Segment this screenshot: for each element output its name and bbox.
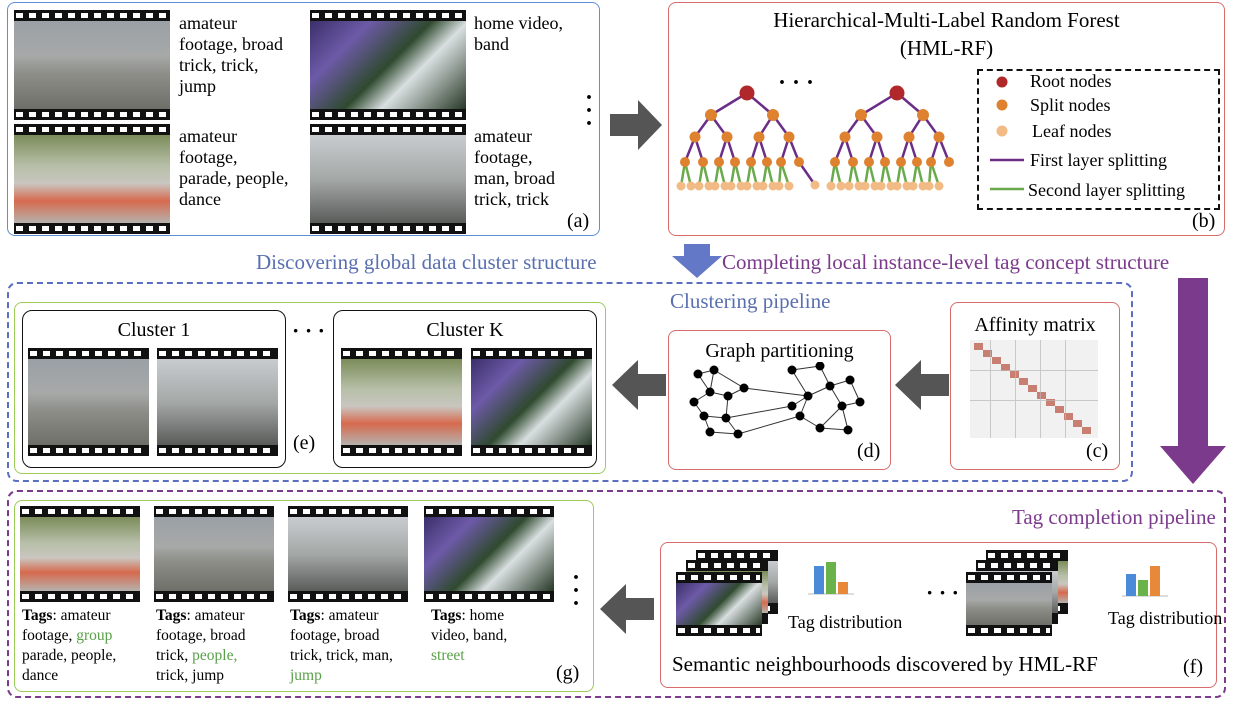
- panel-a-ellipsis: · · ·: [585, 85, 594, 138]
- tag-dist-label-1: Tag distribution: [788, 612, 903, 632]
- panel-g: [14, 500, 594, 692]
- cluster-1-thumb-2: [157, 348, 278, 456]
- semantic-neighbourhoods-caption: Semantic neighbourhoods discovered by HM…: [672, 652, 1098, 676]
- result-thumb-1: [20, 506, 140, 602]
- video-tags-3: amateur footage, parade, people, dance: [179, 126, 289, 210]
- legend-second: Second layer splitting: [1028, 180, 1185, 200]
- result-thumb-4: [424, 506, 554, 602]
- hml-rf-subtitle: (HML-RF): [899, 36, 994, 60]
- label-d: (d): [857, 440, 881, 462]
- arrow-d-to-e: [612, 360, 666, 410]
- trees-ellipsis: · · ·: [778, 70, 815, 96]
- label-g: (g): [556, 662, 580, 684]
- video-tags-4: amateur footage, man, broad trick, trick: [474, 126, 555, 210]
- panel-e: [14, 302, 606, 474]
- panel-g-ellipsis: · · ·: [572, 565, 581, 618]
- label-e: (e): [293, 432, 316, 454]
- cluster-1-label: Cluster 1: [117, 319, 191, 341]
- panel-d: [668, 330, 891, 470]
- arrow-a-to-b: [610, 100, 662, 150]
- tree-2: [826, 85, 954, 191]
- label-f: (f): [1183, 656, 1203, 678]
- cluster-k-thumb-2: [471, 348, 592, 456]
- forest-trees: [676, 85, 954, 191]
- neighbour-dots: · · ·: [926, 580, 960, 605]
- tag-dist-chart-2: [1122, 566, 1168, 597]
- arrow-down-blue: [672, 244, 722, 278]
- graph-diagram: [689, 362, 865, 439]
- arrow-c-to-d: [895, 360, 949, 410]
- label-a: (a): [567, 210, 590, 232]
- arrow-down-purple: [1160, 278, 1226, 484]
- tag-completion-title: Tag completion pipeline: [1012, 505, 1216, 529]
- result-tags-4: Tags: home video, band, street: [431, 607, 508, 665]
- label-c: (c): [1086, 440, 1109, 462]
- tree-1: [676, 85, 820, 191]
- video-tags-1: amateur footage, broad trick, trick, jum…: [179, 13, 283, 97]
- cluster-dots: · · ·: [292, 318, 326, 343]
- affinity-matrix-title: Affinity matrix: [974, 314, 1096, 336]
- video-tags-2: home video, band: [474, 13, 563, 55]
- panel-f: [660, 542, 1217, 688]
- hml-rf-title: Hierarchical-Multi-Label Random Forest: [773, 8, 1120, 32]
- legend-root: Root nodes: [1030, 71, 1112, 91]
- legend-first: First layer splitting: [1030, 150, 1167, 170]
- panel-b: [668, 2, 1225, 236]
- video-thumb-3: [14, 124, 170, 234]
- graph-partitioning-title: Graph partitioning: [705, 340, 854, 362]
- result-tags-3: Tags: amateur footage, broad trick, tric…: [290, 607, 393, 685]
- cluster-k-label: Cluster K: [426, 319, 504, 341]
- result-tags-1: Tags: amateur footage, group parade, peo…: [22, 607, 117, 685]
- label-b: (b): [1192, 210, 1216, 232]
- legend-markers: [990, 76, 1024, 191]
- tag-dist-chart-1: [808, 562, 854, 595]
- affinity-matrix-image: [970, 340, 1098, 438]
- tag-dist-label-2: Tag distribution: [1108, 608, 1223, 628]
- video-thumb-1: [14, 10, 170, 120]
- tag-completion-pipeline: [7, 490, 1226, 698]
- result-thumb-2: [154, 506, 274, 602]
- hml-rf-legend: [977, 69, 1220, 210]
- video-thumb-4: [310, 124, 466, 234]
- clustering-pipeline: [7, 282, 1133, 482]
- link-left-text: Discovering global data cluster structur…: [256, 250, 597, 274]
- cluster-1-thumb-1: [28, 348, 149, 456]
- result-tags-2: Tags: amateur footage, broad trick, peop…: [156, 607, 246, 685]
- result-thumb-3: [288, 506, 408, 602]
- legend-leaf: Leaf nodes: [1032, 121, 1112, 141]
- cluster-k-box: [333, 310, 597, 468]
- neighbour-stack-1-front: [676, 572, 762, 636]
- panel-c: [950, 302, 1120, 470]
- cluster-1-box: [22, 310, 286, 468]
- arrow-f-to-g: [600, 584, 654, 634]
- link-right-text: Completing local instance-level tag conc…: [722, 250, 1170, 274]
- legend-split: Split nodes: [1030, 95, 1111, 115]
- neighbour-stack-2-front: [966, 572, 1052, 636]
- panel-a: [7, 2, 600, 236]
- cluster-k-thumb-1: [341, 348, 462, 456]
- legend-split-marker: [996, 99, 1008, 111]
- video-thumb-2: [310, 10, 466, 120]
- legend-leaf-marker: [996, 125, 1008, 137]
- clustering-title: Clustering pipeline: [670, 289, 831, 313]
- legend-root-marker: [996, 76, 1008, 88]
